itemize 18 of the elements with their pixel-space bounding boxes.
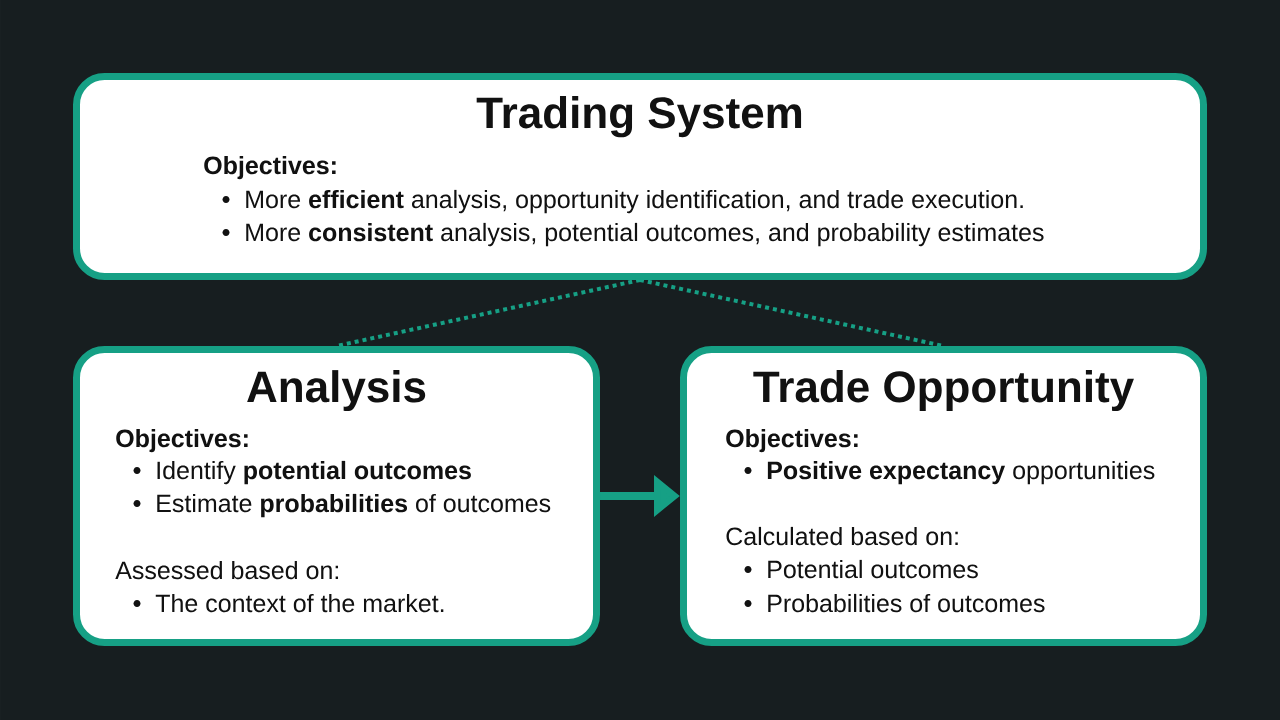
list-item: Identify potential outcomes bbox=[157, 460, 471, 485]
list-item: Positive expectancy opportunities bbox=[767, 460, 1155, 485]
list-item: Probabilities of outcomes bbox=[768, 593, 1045, 613]
box-heading: Trading System bbox=[476, 96, 802, 138]
list-item: Estimate probabilities of outcomes bbox=[157, 493, 551, 518]
box-heading: Analysis bbox=[247, 370, 426, 412]
section-label: Calculated based on: bbox=[726, 526, 958, 546]
subheading: Objectives: bbox=[726, 428, 858, 453]
list-item: The context of the market. bbox=[155, 593, 444, 613]
list-item: More efficient analysis, opportunity identification, and trade execution. bbox=[246, 189, 1023, 214]
subheading: Objectives: bbox=[116, 428, 248, 453]
section-label: Assessed based on: bbox=[115, 560, 338, 580]
dotted-line bbox=[639, 278, 944, 348]
subheading: Objectives: bbox=[204, 155, 336, 180]
box-heading: Trade Opportunity bbox=[753, 370, 1134, 412]
list-item: Potential outcomes bbox=[768, 559, 978, 579]
list-item: More consistent analysis, potential outcomes, and probability estimates bbox=[246, 222, 1044, 247]
dotted-line bbox=[336, 278, 641, 348]
